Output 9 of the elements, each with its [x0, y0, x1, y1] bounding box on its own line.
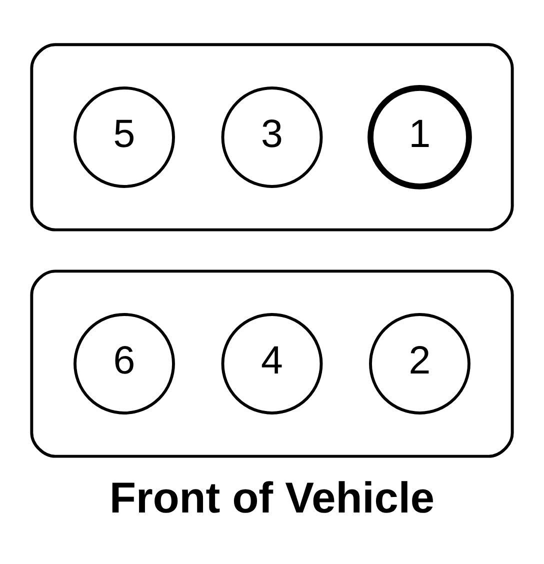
cluster — [30, 43, 514, 232]
cluster — [30, 270, 514, 458]
node-circle: 3 — [221, 86, 323, 188]
node-circle: 6 — [74, 313, 175, 414]
node-circle: 2 — [369, 313, 470, 414]
node-circle: 1 — [368, 85, 472, 190]
node-circle: 5 — [74, 86, 175, 188]
node-circle: 4 — [221, 313, 323, 414]
caption: Front of Vehicle — [109, 474, 435, 523]
